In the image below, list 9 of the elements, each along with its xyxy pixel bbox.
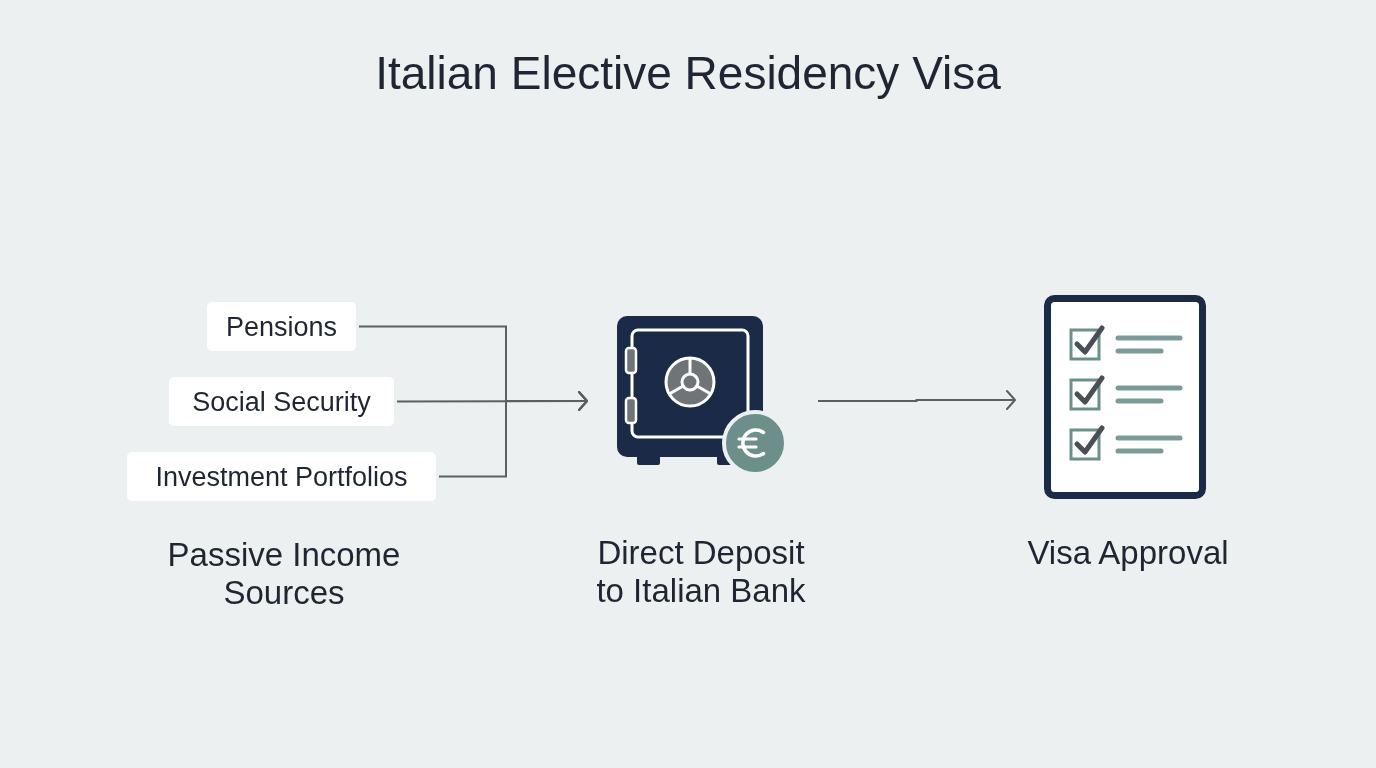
source-label: Social Security (192, 385, 371, 418)
source-label: Pensions (225, 310, 338, 343)
step-caption: Direct Deposit to Italian Bank (595, 534, 807, 610)
title: Italian Elective Residency Visa (374, 46, 1002, 101)
arrow (438, 391, 588, 478)
step-caption: Visa Approval (1027, 534, 1229, 572)
arrow (817, 390, 1016, 410)
source-label: Investment Portfolios (155, 460, 408, 493)
group-caption: Passive Income Sources (166, 536, 402, 612)
